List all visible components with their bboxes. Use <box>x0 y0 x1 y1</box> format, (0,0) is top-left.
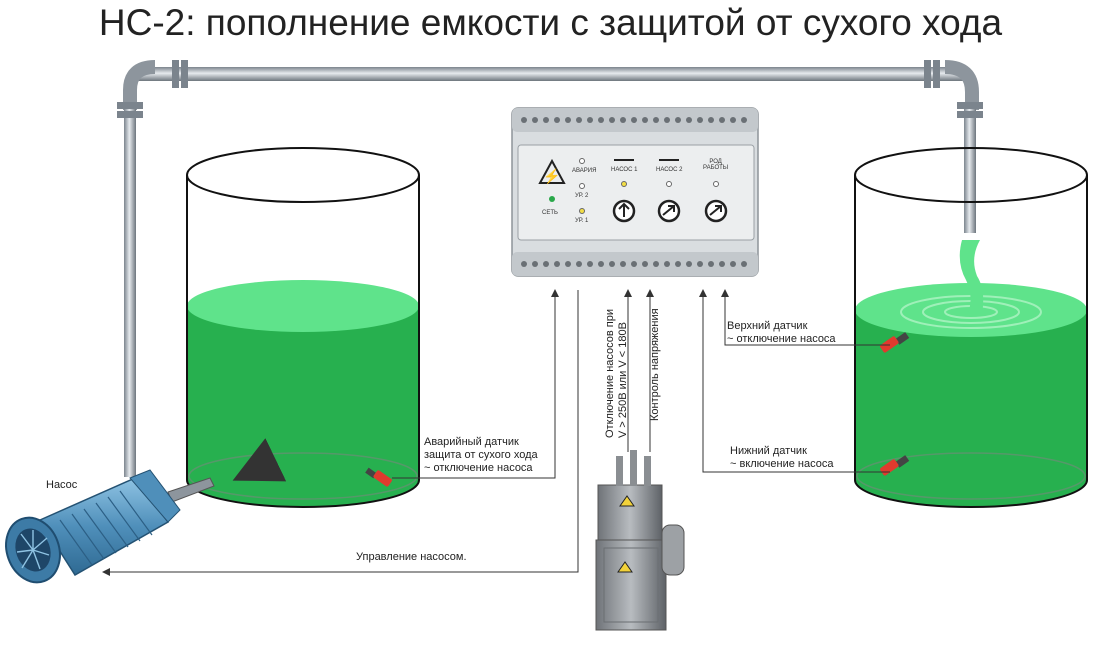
right-tank <box>854 147 1088 508</box>
page-title: НС-2: пополнение емкости с защитой от су… <box>98 2 1003 43</box>
top-pipe <box>117 60 983 477</box>
level2-led-label: УР. 2 <box>575 193 589 199</box>
upper-sensor-label: Верхний датчик ~ отключение насоса <box>727 320 836 345</box>
pump1-label: НАСОС 1 <box>611 167 638 173</box>
lower-sensor <box>880 455 910 476</box>
pump <box>5 469 215 584</box>
voltage-cutoff-label: Отключение насосов при V > 250В или V < … <box>604 309 629 438</box>
left-tank <box>186 147 420 508</box>
pump-label: Насос <box>46 479 78 491</box>
power-led-label: СЕТЬ <box>542 210 558 216</box>
lower-sensor-label: Нижний датчик ~ включение насоса <box>730 445 834 470</box>
pump2-label: НАСОС 2 <box>656 167 683 173</box>
voltage-control-label: Контроль напряжения <box>649 308 661 421</box>
mode-label: РОД РАБОТЫ <box>703 159 729 171</box>
svg-text:⚡: ⚡ <box>543 168 560 185</box>
level1-led-label: УР. 1 <box>575 218 589 224</box>
upper-sensor <box>880 332 910 353</box>
emergency-sensor-label: Аварийный датчик защита от сухого хода ~… <box>424 436 538 474</box>
controller: ⚡ <box>511 107 759 277</box>
signal-lines <box>102 289 890 576</box>
emergency-sensor <box>365 467 392 487</box>
pump-control-label: Управление насосом. <box>356 551 467 563</box>
transformer <box>595 450 685 631</box>
alarm-led-label: АВАРИЯ <box>572 168 597 174</box>
